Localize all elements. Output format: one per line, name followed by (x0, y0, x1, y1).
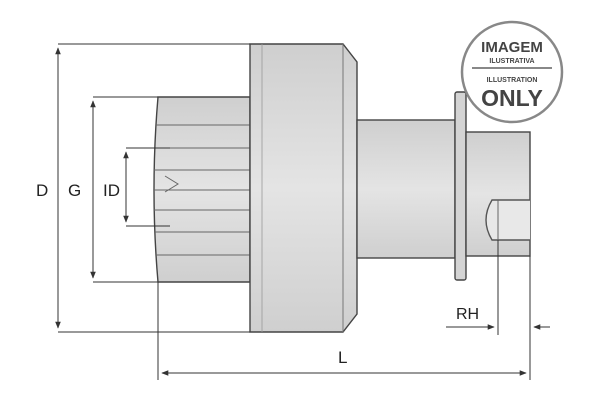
collar-ring (454, 91, 467, 281)
stamp-line3: ILLUSTRATION (487, 77, 538, 84)
dim-label-d: D (36, 181, 48, 200)
dim-label-rh: RH (456, 306, 479, 323)
gear-teeth (154, 124, 250, 256)
dim-label-l: L (338, 348, 347, 367)
spline-groove (485, 199, 530, 241)
stamp-line2: ILUSTRATIVA (489, 58, 534, 65)
starter-drive-part (153, 43, 531, 333)
dimension-lines (55, 43, 550, 380)
clutch-housing (249, 43, 358, 333)
stamp-line1: IMAGEM (481, 39, 543, 56)
dim-label-g: G (68, 181, 81, 200)
drive-shaft (356, 119, 456, 259)
dim-label-id: ID (103, 181, 120, 200)
illustrative-stamp: IMAGEM ILUSTRATIVA ILLUSTRATION ONLY (460, 20, 564, 124)
stamp-line4: ONLY (481, 85, 543, 111)
